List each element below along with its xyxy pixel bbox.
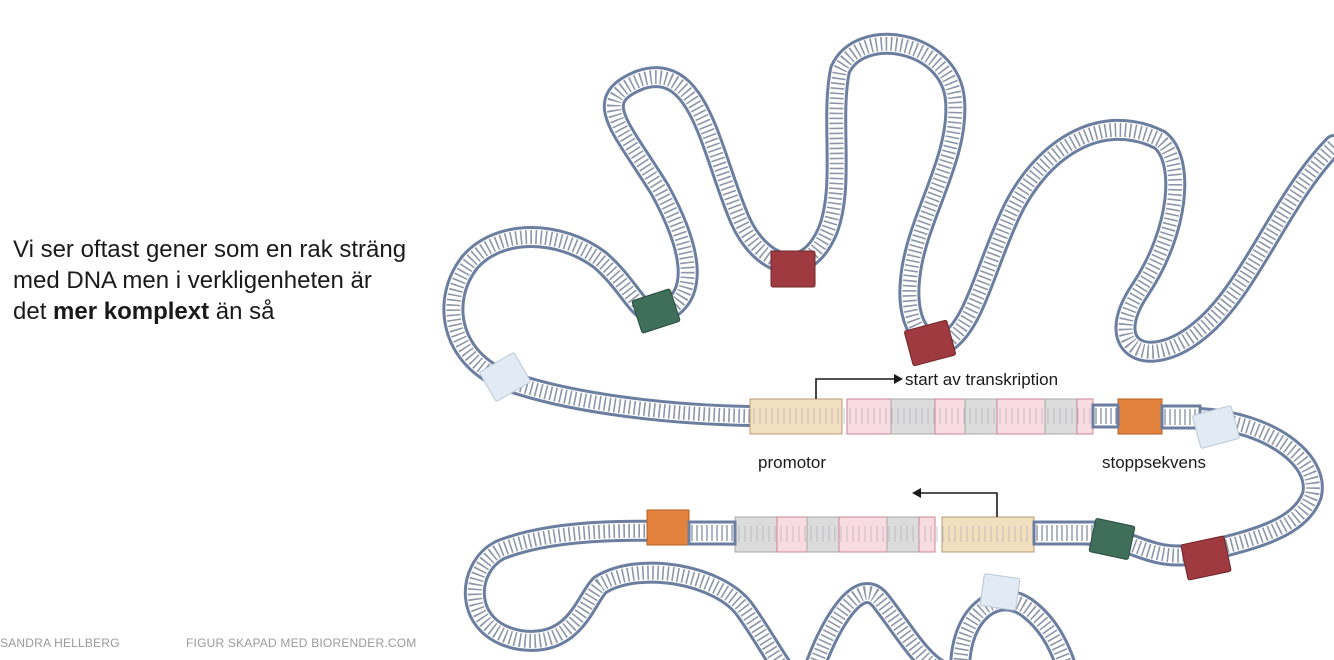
label-transcription-start: start av transkription [905,370,1058,389]
intro-emphasis: mer komplext [53,298,210,325]
light-regulatory-block [1192,405,1240,449]
exon-block [996,398,1046,435]
exon-block [846,398,892,435]
gene-lower [646,509,1035,553]
dna-strand-lower-right [809,586,1072,660]
intron-block [886,516,920,553]
transcription-start-arrow [815,378,896,399]
green-regulatory-block [1088,518,1136,560]
transcription-start-arrow-lower [920,492,998,517]
red-regulatory-block [770,250,816,288]
intro-line-1: Vi ser oftast gener som en rak sträng [13,236,407,263]
arrowhead-left-icon [912,488,921,498]
dna-strand-backbone [442,32,1334,427]
arrowhead-right-icon [894,374,903,384]
red-regulatory-block [1180,535,1232,581]
intro-line-3-end: än så [209,298,275,325]
dna-strand-straight [1032,520,1097,546]
intro-line-3: det mer komplext än så [13,296,443,327]
label-promotor: promotor [758,453,826,472]
green-regulatory-block [631,288,681,334]
footer-author: SANDRA HELLBERG [0,636,120,650]
intro-text: Vi ser oftast gener som en rak sträng me… [13,234,443,327]
dna-rungs [687,403,1202,546]
light-regulatory-block [979,573,1021,611]
stop-sequence-block [646,509,690,546]
light-regulatory-block [479,352,531,402]
intro-line-2: med DNA men i verkligenheten är [13,267,372,294]
intro-line-3-start: det [13,298,54,325]
dna-strand-inner [466,522,788,660]
dna-strand-upper [446,36,1334,423]
footer-credit: FIGUR SKAPAD MED BIORENDER.COM [186,636,417,650]
stop-sequence-block [1117,398,1163,435]
exon-block [838,516,888,553]
exon-block [918,516,936,553]
dna-strand-right-loop [1034,409,1320,563]
exon-block [1076,398,1094,435]
dna-strand-inner [445,35,1334,424]
intron-block [734,516,778,553]
promotor-region [941,516,1035,553]
label-stop-sequence: stoppsekvens [1102,453,1206,472]
red-regulatory-block [904,319,956,367]
